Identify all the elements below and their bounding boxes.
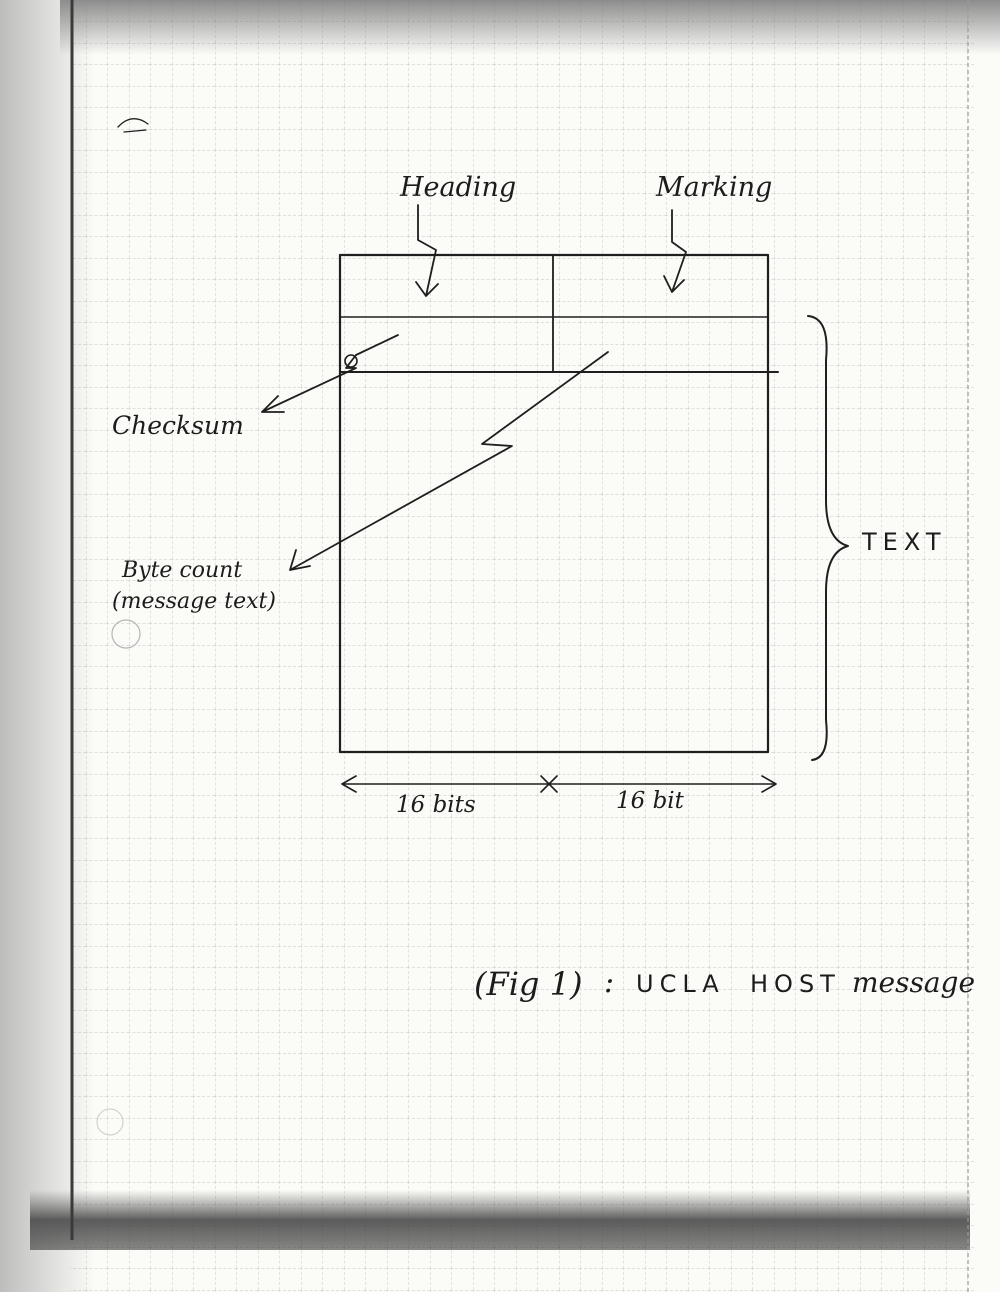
- caption-message: message: [852, 966, 975, 999]
- text-label: TEXT: [861, 528, 947, 556]
- checksum-label: Checksum: [112, 411, 244, 440]
- figure-caption: (Fig 1) : UCLA HOST message: [474, 965, 975, 1003]
- byte-count-label-line2: (message text): [112, 589, 276, 614]
- scan-left-shadow: [0, 0, 95, 1292]
- caption-host: HOST: [750, 970, 841, 998]
- heading-arrow: [415, 204, 439, 297]
- heading-label: Heading: [399, 172, 516, 203]
- message-frame: [338, 253, 770, 754]
- grid-background: [70, 0, 975, 1292]
- byte-count-arrow: [289, 351, 609, 571]
- caption-fig-number: (Fig 1): [474, 965, 582, 1003]
- caption-ucla: UCLA: [636, 970, 725, 998]
- scan-bottom-shadow: [30, 1190, 970, 1250]
- byte-count-label-line1: Byte count: [121, 558, 242, 583]
- marking-label: Marking: [655, 172, 772, 203]
- punch-hole-mark-lower: [96, 1108, 124, 1136]
- marking-arrow: [663, 209, 687, 293]
- punch-hole-mark: [111, 619, 141, 649]
- message-box: [338, 253, 779, 754]
- checksum-pointer-dot: [344, 354, 358, 368]
- checksum-arrow: [261, 334, 399, 413]
- scan-top-shadow: [60, 0, 1000, 55]
- caption-colon: :: [604, 965, 614, 1000]
- corner-scribble: [117, 118, 149, 133]
- width-dimension-arrow: [341, 775, 777, 793]
- width-left-label: 16 bits: [396, 792, 476, 818]
- width-right-label: 16 bit: [616, 788, 685, 814]
- text-brace: [807, 315, 849, 761]
